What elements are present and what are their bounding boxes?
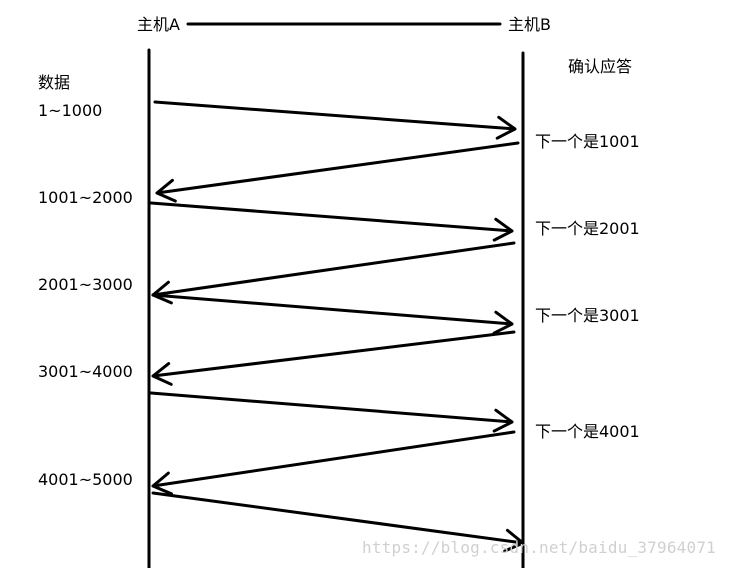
ack-arrow [151,430,516,496]
ack-header: 确认应答 [568,57,633,76]
data-segment-arrow [153,100,517,140]
ack-label: 下一个是2001 [535,219,640,238]
ack-label: 下一个是3001 [535,306,640,325]
data-range-label: 3001~4000 [38,362,133,381]
data-range-label: 4001~5000 [38,470,133,489]
data-segment-arrow [151,293,514,335]
data-header: 数据 [38,73,71,92]
watermark: https://blog.csdn.net/baidu_37964071 [362,538,716,557]
ack-arrow [155,141,520,203]
ack-arrow [151,241,516,305]
data-range-label: 1001~2000 [38,188,133,207]
ack-label: 下一个是4001 [535,422,640,441]
data-segment-arrow [149,391,514,433]
data-range-label: 1~1000 [38,101,103,120]
data-segment-arrow [149,201,514,242]
ack-arrow [151,330,516,386]
data-range-label: 2001~3000 [38,275,133,294]
ack-label: 下一个是1001 [535,132,640,151]
data-segment-arrow [151,491,525,553]
host-b-label: 主机B [508,15,551,34]
host-a-label: 主机A [137,15,180,34]
